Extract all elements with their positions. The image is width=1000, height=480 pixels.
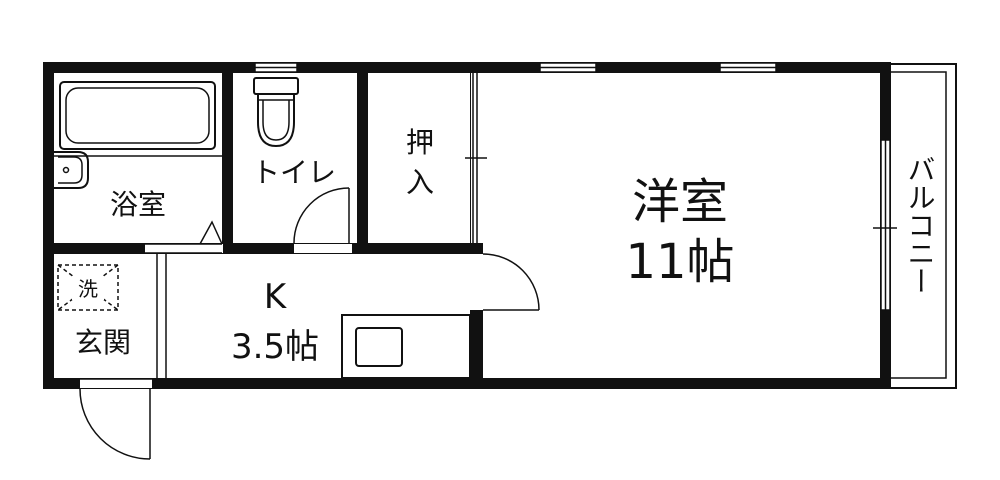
closet-label-line1: 押 [406, 126, 434, 159]
wall-toilet-closet [357, 62, 368, 254]
closet-label-line2: 入 [406, 166, 434, 199]
toilet-label: トイレ [252, 156, 336, 189]
kitchen-label: K [264, 277, 288, 317]
wall-horizontal-mid [43, 243, 483, 254]
kitchen-sink [355, 327, 403, 367]
outer-wall-bottom [43, 378, 891, 389]
wall-kitchen-western [470, 310, 483, 389]
entrance-door-swing [79, 388, 151, 460]
balcony-label: バルコニー [904, 155, 937, 295]
toilet-bowl [257, 94, 295, 148]
bathtub [59, 81, 216, 150]
bath-label: 浴室 [110, 188, 166, 221]
entrance-label: 玄関 [75, 326, 131, 359]
western-room-label: 洋室 [632, 174, 728, 230]
kitchen-size: 3.5帖 [231, 327, 319, 367]
kitchen-counter [341, 314, 471, 379]
bath-sink [54, 151, 89, 189]
western-door-swing [482, 253, 540, 311]
wall-bath-toilet [222, 62, 233, 254]
outer-wall-top [43, 62, 891, 73]
western-room-size: 11帖 [625, 234, 734, 290]
toilet-tank [253, 77, 299, 95]
washer-label: 洗 [78, 277, 98, 301]
toilet-door-swing [293, 187, 350, 244]
washer-space [57, 264, 119, 311]
outer-wall-left [43, 62, 54, 389]
